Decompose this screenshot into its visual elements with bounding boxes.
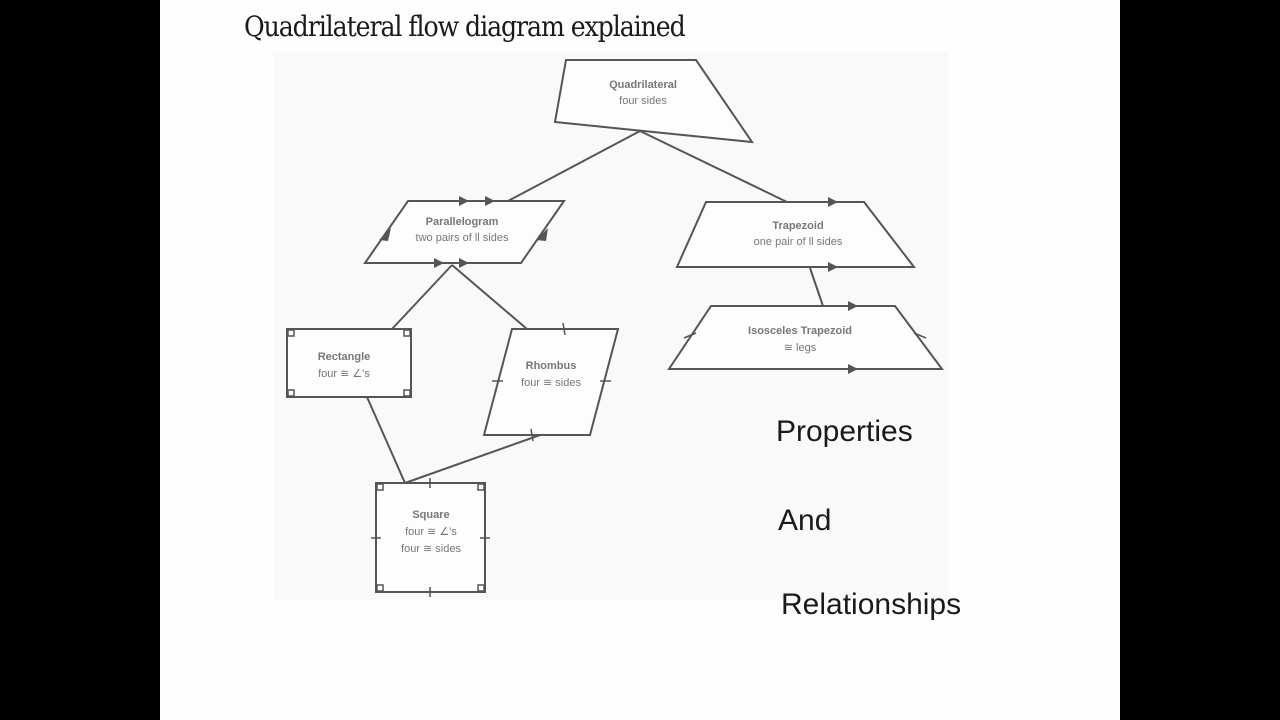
edge-quadrilateral-parallelogram bbox=[507, 130, 641, 202]
edge-parallelogram-rectangle bbox=[391, 264, 453, 330]
node-parallelogram: Parallelogram two pairs of ll sides bbox=[363, 196, 566, 268]
node-isosceles-trapezoid-sub: ≅ legs bbox=[784, 342, 817, 354]
node-trapezoid: Trapezoid one pair of ll sides bbox=[675, 197, 917, 272]
node-isosceles-trapezoid: Isosceles Trapezoid ≅ legs bbox=[667, 301, 944, 374]
side-text-relationships: Relationships bbox=[781, 588, 962, 621]
node-parallelogram-sub: two pairs of ll sides bbox=[416, 232, 509, 244]
node-trapezoid-label: Trapezoid bbox=[772, 220, 823, 232]
node-parallelogram-label: Parallelogram bbox=[426, 216, 499, 228]
node-square-label: Square bbox=[412, 509, 449, 521]
node-rectangle-sub: four ≅ ∠'s bbox=[318, 368, 370, 380]
node-rhombus-label: Rhombus bbox=[526, 360, 577, 372]
node-square-sub2: four ≅ sides bbox=[401, 543, 461, 555]
node-quadrilateral: Quadrilateral four sides bbox=[553, 59, 755, 144]
node-square: Square four ≅ ∠'s four ≅ sides bbox=[371, 478, 490, 597]
node-quadrilateral-label: Quadrilateral bbox=[609, 79, 677, 91]
node-rhombus: Rhombus four ≅ sides bbox=[482, 322, 620, 442]
edge-quadrilateral-trapezoid bbox=[639, 130, 788, 203]
node-rectangle: Rectangle four ≅ ∠'s bbox=[286, 328, 412, 398]
node-rhombus-sub: four ≅ sides bbox=[521, 377, 581, 389]
side-text-and: And bbox=[778, 504, 832, 537]
node-isosceles-trapezoid-label: Isosceles Trapezoid bbox=[748, 325, 852, 337]
node-square-sub1: four ≅ ∠'s bbox=[405, 526, 457, 538]
edge-parallelogram-rhombus bbox=[451, 264, 528, 330]
edge-rectangle-square bbox=[366, 396, 406, 484]
slide-title: Quadrilateral flow diagram explained bbox=[244, 10, 686, 43]
edge-rhombus-square bbox=[404, 434, 541, 484]
side-text-properties: Properties bbox=[776, 415, 913, 448]
node-rectangle-label: Rectangle bbox=[318, 351, 371, 363]
node-quadrilateral-sub: four sides bbox=[619, 95, 667, 107]
node-trapezoid-sub: one pair of ll sides bbox=[754, 236, 843, 248]
edge-trapezoid-isosceles bbox=[809, 267, 824, 307]
